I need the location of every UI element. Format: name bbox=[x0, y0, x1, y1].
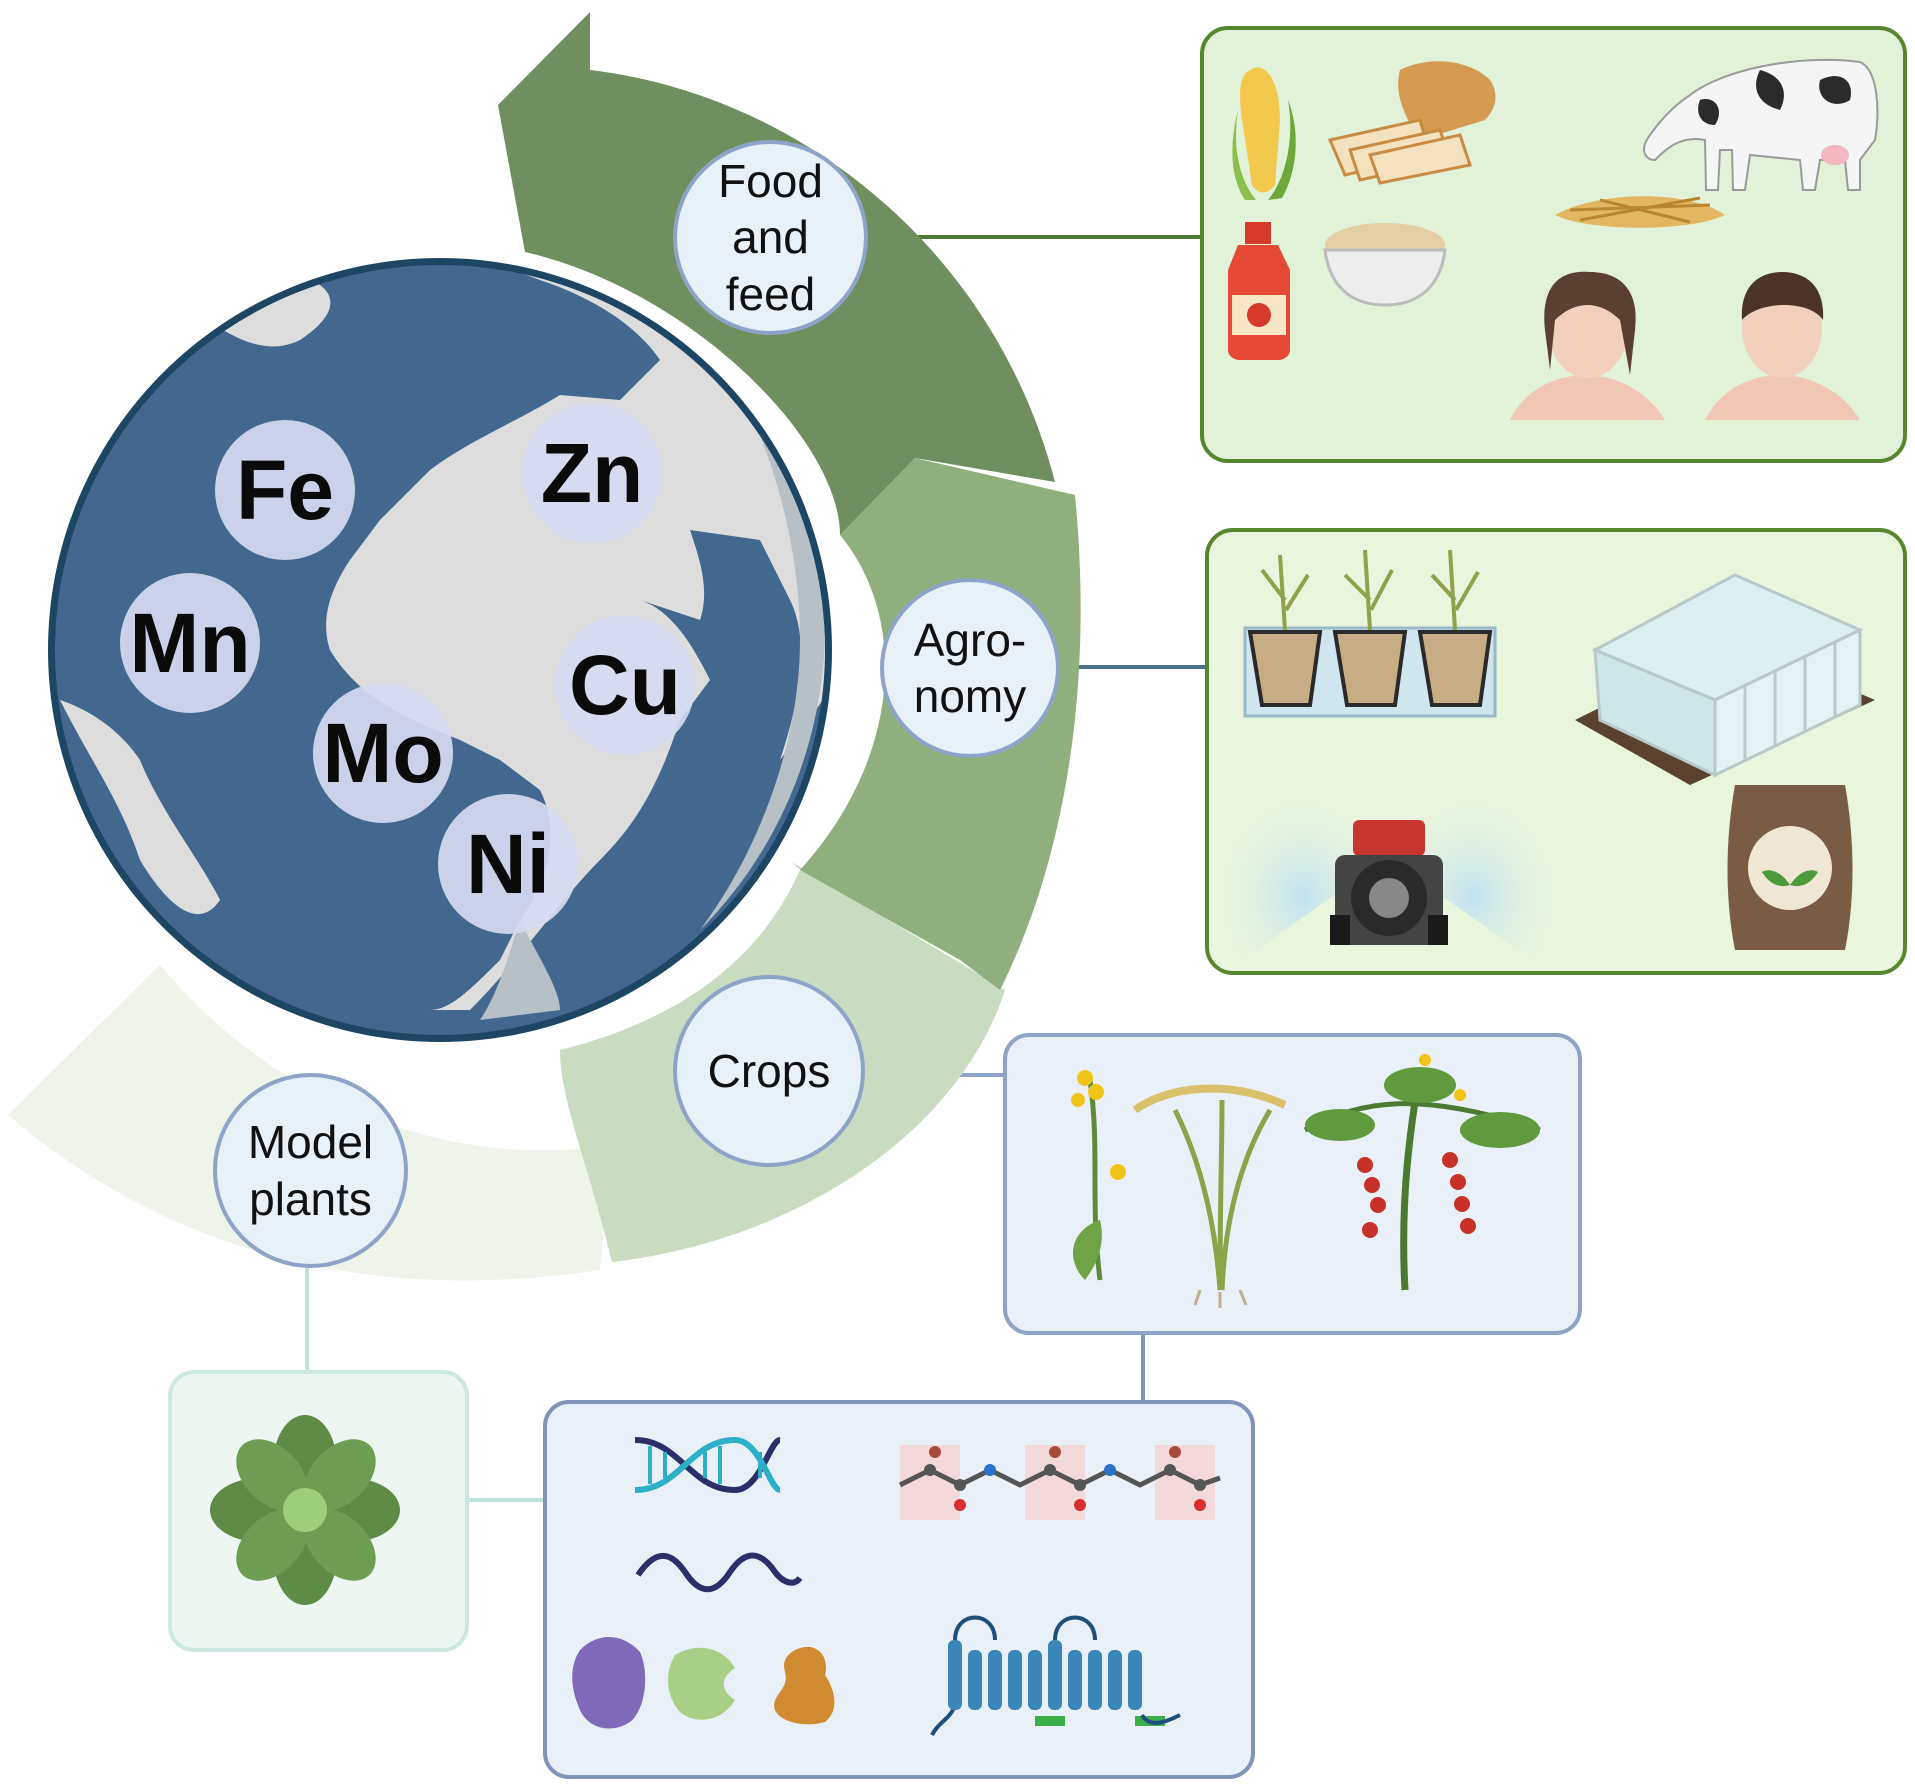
greenhouse-icon bbox=[1575, 573, 1875, 785]
man-icon bbox=[1705, 272, 1860, 420]
juice-bottle-icon bbox=[1228, 222, 1290, 360]
element-fe: Fe bbox=[215, 420, 355, 560]
element-mo: Mo bbox=[313, 683, 453, 823]
membrane-transporter-icon bbox=[930, 1615, 1181, 1737]
dna-icon bbox=[634, 1436, 782, 1494]
element-zn: Zn bbox=[522, 403, 662, 543]
protein-purple-icon bbox=[572, 1637, 646, 1729]
stage-food-and-feed: Food and feed bbox=[673, 140, 868, 335]
hay-icon bbox=[1555, 196, 1725, 228]
rna-icon bbox=[635, 1552, 803, 1593]
rapeseed-icon bbox=[1071, 1070, 1126, 1281]
protein-orange-icon bbox=[774, 1646, 835, 1725]
rice-plant-icon bbox=[1132, 1084, 1287, 1308]
cereal-bowl-icon bbox=[1323, 223, 1447, 307]
potted-plants-icon bbox=[1243, 549, 1497, 718]
tomato-plant-icon bbox=[1303, 1054, 1541, 1291]
tractor-icon bbox=[1220, 779, 1555, 975]
bread-icon bbox=[1327, 61, 1496, 185]
element-ni: Ni bbox=[438, 794, 578, 934]
stage-model-plants: Model plants bbox=[213, 1073, 408, 1268]
woman-icon bbox=[1510, 271, 1665, 420]
stage-agronomy: Agro- nomy bbox=[880, 578, 1060, 758]
arabidopsis-rosette-icon bbox=[210, 1415, 400, 1605]
peptide-chain-icon bbox=[898, 1445, 1221, 1520]
stage-model-plants-label: Model plants bbox=[247, 1116, 374, 1225]
cow-icon bbox=[1643, 58, 1879, 191]
stage-crops: Crops bbox=[673, 975, 865, 1167]
fertilizer-bag-icon bbox=[1727, 785, 1853, 950]
element-mn: Mn bbox=[120, 573, 260, 713]
stage-agronomy-label: Agro- nomy bbox=[913, 613, 1027, 722]
stage-crops-label: Crops bbox=[707, 1044, 831, 1097]
corn-icon bbox=[1232, 67, 1296, 200]
panel-crops bbox=[1003, 1033, 1582, 1335]
stage-food-and-feed-label: Food and feed bbox=[718, 155, 823, 320]
element-cu: Cu bbox=[555, 615, 695, 755]
protein-green-icon bbox=[668, 1647, 735, 1720]
